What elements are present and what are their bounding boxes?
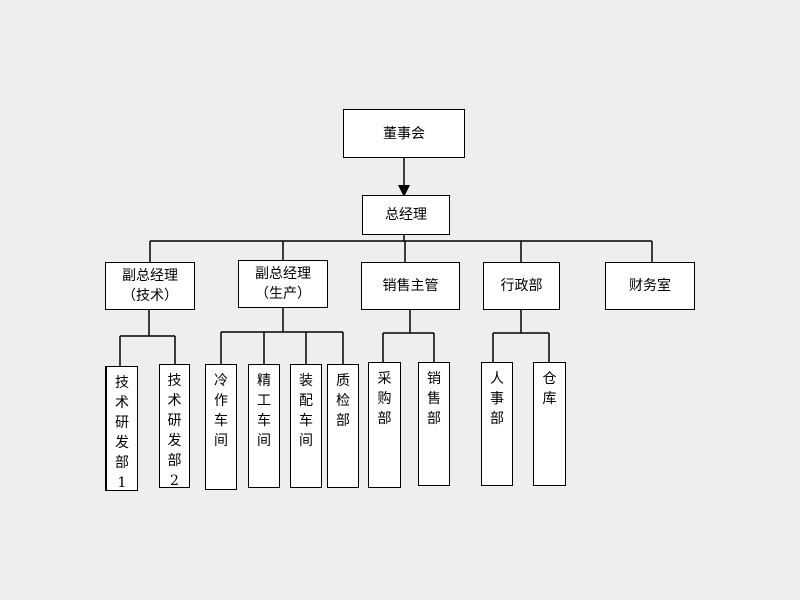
node-hr-dept: 人事部 <box>481 362 513 486</box>
node-warehouse-label: 仓库 <box>542 371 557 407</box>
node-vp-production: 副总经理 （生产） <box>238 260 328 308</box>
node-vp-tech-line1: 副总经理 <box>122 268 178 284</box>
node-cold-work-shop-label: 冷作车间 <box>214 373 228 449</box>
node-assembly-shop-label: 装配车间 <box>299 373 313 449</box>
node-sales-supervisor-label: 销售主管 <box>382 278 439 294</box>
node-warehouse: 仓库 <box>533 362 566 486</box>
node-vp-tech-line2: （技术） <box>122 288 178 304</box>
node-vp-production-line1: 副总经理 <box>255 266 311 282</box>
node-quality-dept: 质检部 <box>327 364 359 488</box>
node-purchasing-dept: 采购部 <box>368 362 401 488</box>
node-board-label: 董事会 <box>383 125 425 142</box>
node-hr-dept-label: 人事部 <box>490 371 504 427</box>
node-sales-dept-label: 销售部 <box>427 371 441 427</box>
node-finance-office: 财务室 <box>605 262 695 310</box>
node-tech-rd-1-label: 技术研发部1 <box>115 375 129 491</box>
node-precision-shop-label: 精工车间 <box>257 373 271 449</box>
node-vp-tech: 副总经理 （技术） <box>105 262 195 310</box>
node-tech-rd-2-label: 技术研发部2 <box>167 373 182 489</box>
node-cold-work-shop: 冷作车间 <box>205 364 237 490</box>
node-tech-rd-2: 技术研发部2 <box>159 364 190 489</box>
node-sales-dept: 销售部 <box>418 362 450 486</box>
node-finance-office-label: 财务室 <box>629 278 671 294</box>
node-purchasing-dept-label: 采购部 <box>377 371 392 427</box>
node-board: 董事会 <box>343 109 465 158</box>
node-tech-rd-1: 技术研发部1 <box>105 366 138 491</box>
node-quality-dept-label: 质检部 <box>336 373 350 429</box>
node-general-manager-label: 总经理 <box>385 207 427 223</box>
node-precision-shop: 精工车间 <box>248 364 280 488</box>
node-sales-supervisor: 销售主管 <box>361 262 460 310</box>
node-general-manager: 总经理 <box>362 195 450 235</box>
node-assembly-shop: 装配车间 <box>290 364 322 488</box>
node-admin-dept: 行政部 <box>483 262 560 310</box>
node-admin-dept-label: 行政部 <box>500 278 543 294</box>
node-vp-production-line2: （生产） <box>255 286 311 302</box>
